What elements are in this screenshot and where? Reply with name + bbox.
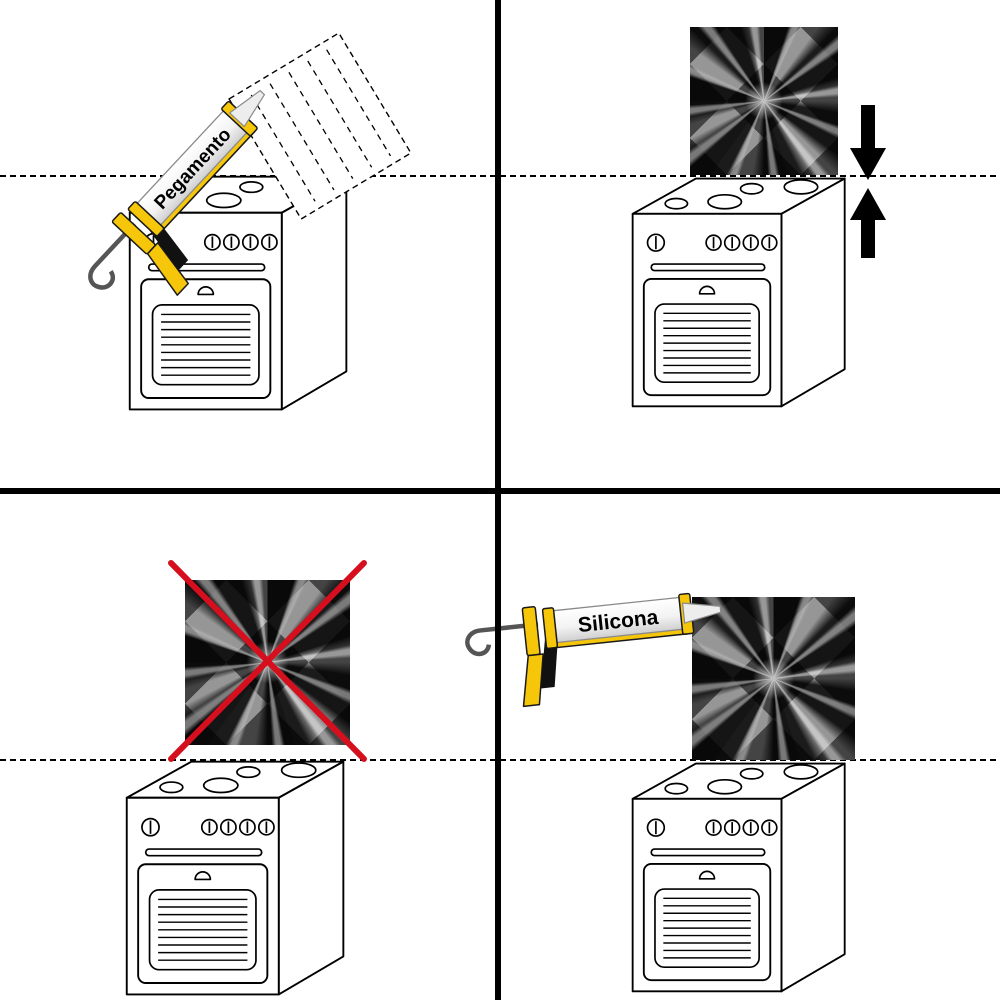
stove — [631, 177, 846, 408]
silicone-gun: Silicona — [464, 587, 728, 711]
arrow-down-icon — [850, 105, 886, 180]
stove — [125, 760, 345, 996]
step-press-panel — [631, 105, 886, 408]
divider-vertical — [495, 0, 501, 1000]
glue-bead-lines — [250, 49, 392, 202]
step-wrong-placement — [125, 560, 367, 996]
metal-panel-seal-step — [692, 597, 855, 760]
metal-panel-press-step — [690, 27, 838, 175]
red-cross-icon — [168, 560, 367, 762]
step-apply-glue: Pegamento — [72, 32, 412, 411]
divider-horizontal — [0, 488, 1000, 494]
press-arrows — [850, 105, 886, 258]
glue-paper — [228, 32, 412, 220]
arrow-up-icon — [850, 188, 886, 258]
stove — [631, 762, 846, 993]
step-seal-silicone: Silicona — [464, 587, 846, 993]
